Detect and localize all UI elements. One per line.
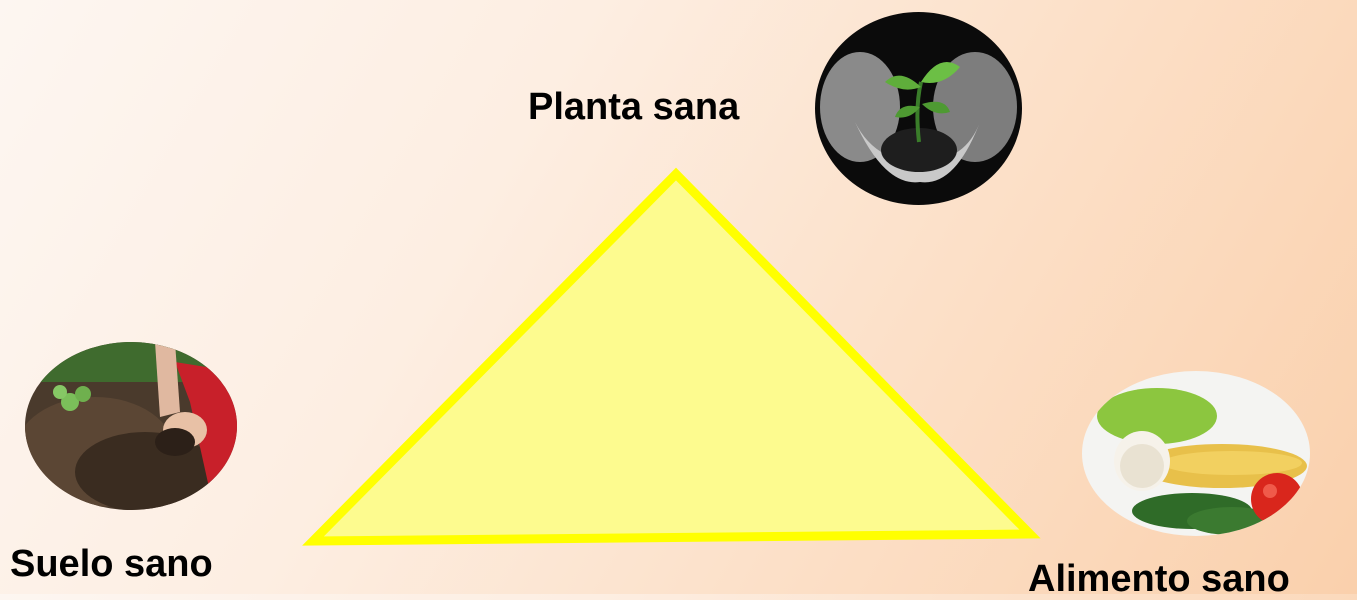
alimento-sano-label: Alimento sano xyxy=(1028,560,1290,598)
compost-soil-icon xyxy=(25,342,237,510)
planta-sana-label: Planta sana xyxy=(528,88,739,126)
vegetables-icon xyxy=(1082,371,1310,536)
suelo-sano-label: Suelo sano xyxy=(10,545,213,583)
triangle-shape xyxy=(313,174,1030,541)
seedling-in-hands-icon xyxy=(815,12,1022,205)
